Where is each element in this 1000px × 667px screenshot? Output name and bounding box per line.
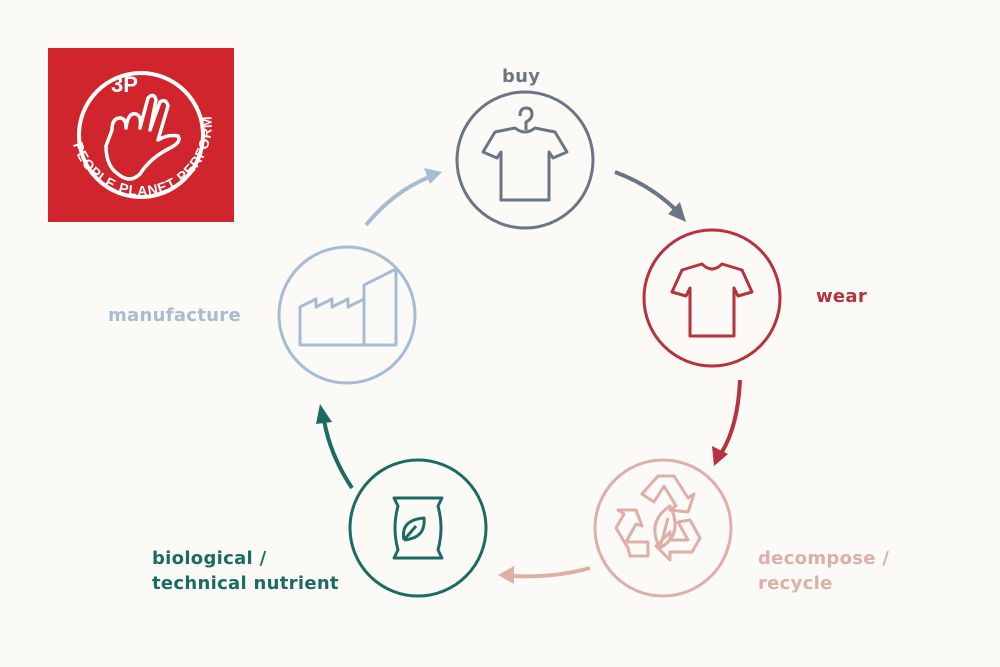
shirt-icon — [670, 262, 754, 338]
arrow-buy-to-wear — [614, 170, 678, 212]
seed-bag-icon — [392, 496, 444, 560]
label-decompose-recycle: decompose / recycle — [758, 546, 889, 596]
3p-logo: 3P PEOPLE PLANET PERFORMANCE — [0, 0, 234, 222]
arrow-recycle-to-nutrient — [511, 566, 591, 579]
recycle-leaf-icon — [614, 474, 702, 562]
label-recycle-line1: decompose / — [758, 548, 890, 569]
factory-icon — [298, 267, 398, 347]
stage-nutrient — [348, 458, 488, 598]
svg-text:3P: 3P — [111, 72, 138, 97]
arrow-manufacture-to-buy — [364, 174, 433, 227]
label-nutrient-line2: technical nutrient — [152, 573, 339, 594]
label-buy: buy — [502, 66, 541, 87]
arrow-nutrient-to-manufacture — [322, 419, 354, 490]
stage-wear — [642, 228, 782, 368]
stage-manufacture — [277, 245, 417, 385]
label-wear: wear — [816, 286, 868, 307]
stage-buy — [455, 90, 595, 230]
label-nutrient: biological / technical nutrient — [152, 546, 339, 596]
label-nutrient-line1: biological / — [152, 548, 267, 569]
stage-recycle — [593, 458, 733, 598]
arrow-wear-to-recycle — [720, 379, 742, 454]
hanger-shirt-icon — [481, 106, 569, 202]
label-manufacture: manufacture — [108, 305, 241, 326]
label-recycle-line2: recycle — [758, 573, 833, 594]
